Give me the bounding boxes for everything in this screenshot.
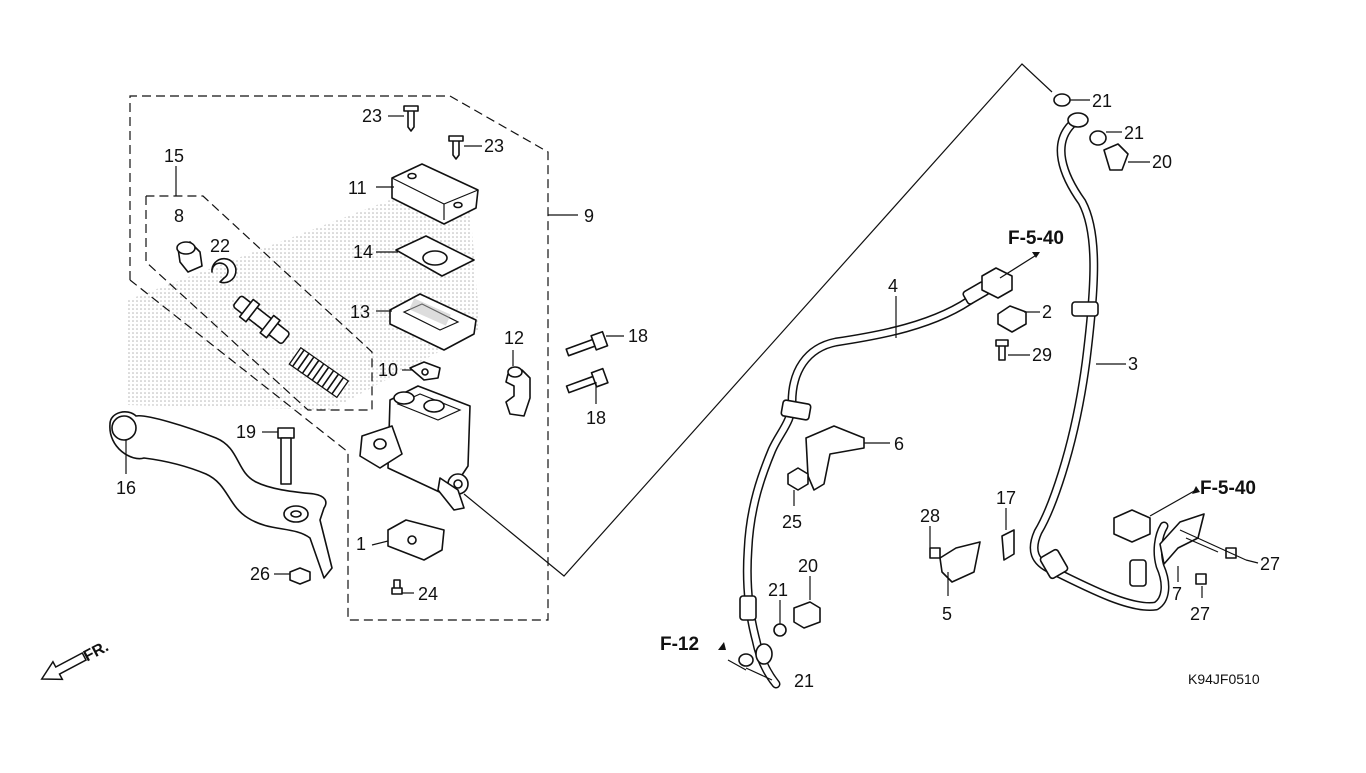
callout-10: 10 bbox=[378, 360, 398, 380]
assembly-outline-9 bbox=[129, 95, 578, 621]
callout-27: 27 bbox=[1190, 604, 1210, 624]
front-direction-marker: FR. bbox=[40, 638, 112, 681]
callout-13: 13 bbox=[350, 302, 370, 322]
reference-left: F-12 bbox=[660, 634, 699, 655]
piston-kit bbox=[176, 241, 350, 399]
master-cylinder-body bbox=[359, 385, 471, 511]
callout-21: 21 bbox=[768, 580, 788, 600]
reference-labels: F-5-40 F-5-40 F-12 bbox=[660, 228, 1256, 655]
callout-21: 21 bbox=[1124, 123, 1144, 143]
callout-1: 1 bbox=[356, 534, 366, 554]
callout-24: 24 bbox=[418, 584, 438, 604]
callout-3: 3 bbox=[1128, 354, 1138, 374]
callout-2: 2 bbox=[1042, 302, 1052, 322]
right-hardware bbox=[738, 93, 1237, 667]
callout-23: 23 bbox=[484, 136, 504, 156]
holder-and-bolts bbox=[505, 330, 609, 417]
callout-19: 19 bbox=[236, 422, 256, 442]
front-arrow-icon bbox=[40, 651, 88, 681]
callout-20: 20 bbox=[798, 556, 818, 576]
callout-21: 21 bbox=[1092, 91, 1112, 111]
callout-8: 8 bbox=[174, 206, 184, 226]
callout-11: 11 bbox=[348, 178, 367, 198]
spring bbox=[288, 346, 350, 399]
callout-28: 28 bbox=[920, 506, 940, 526]
diagram-code: K94JF0510 bbox=[1188, 671, 1260, 687]
callout-18: 18 bbox=[628, 326, 648, 346]
front-label: FR. bbox=[81, 638, 112, 665]
connection-line bbox=[463, 63, 1053, 577]
callout-26: 26 bbox=[250, 564, 270, 584]
brake-switch bbox=[387, 519, 445, 595]
brake-lever bbox=[109, 411, 333, 585]
callout-20: 20 bbox=[1152, 152, 1172, 172]
callout-7: 7 bbox=[1172, 584, 1182, 604]
reference-top: F-5-40 bbox=[1008, 228, 1064, 249]
callout-23: 23 bbox=[362, 106, 382, 126]
callout-27: 27 bbox=[1260, 554, 1280, 574]
callout-9: 9 bbox=[584, 206, 594, 226]
hose-4 bbox=[739, 267, 1013, 689]
reservoir-parts bbox=[389, 105, 479, 381]
callout-4: 4 bbox=[888, 276, 898, 296]
callout-5: 5 bbox=[942, 604, 952, 624]
callout-6: 6 bbox=[894, 434, 904, 454]
callout-14: 14 bbox=[353, 242, 373, 262]
callout-labels: 23 23 11 14 13 10 15 8 22 9 12 18 18 19 … bbox=[116, 91, 1280, 691]
hose-3 bbox=[1029, 112, 1170, 612]
callout-16: 16 bbox=[116, 478, 136, 498]
callout-15: 15 bbox=[164, 146, 184, 166]
callout-18: 18 bbox=[586, 408, 606, 428]
callout-25: 25 bbox=[782, 512, 802, 532]
callout-12: 12 bbox=[504, 328, 524, 348]
leader-lines bbox=[125, 99, 1259, 681]
callout-22: 22 bbox=[210, 236, 230, 256]
callout-29: 29 bbox=[1032, 345, 1052, 365]
callout-17: 17 bbox=[996, 488, 1016, 508]
callout-21: 21 bbox=[794, 671, 814, 691]
reference-right: F-5-40 bbox=[1200, 478, 1256, 499]
